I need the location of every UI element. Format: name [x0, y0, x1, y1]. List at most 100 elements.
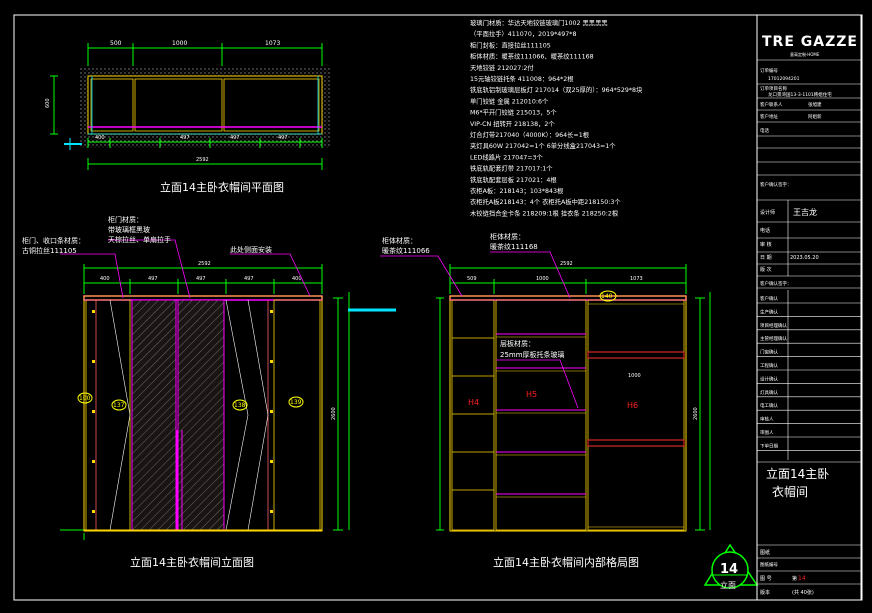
plan-dim-top-2: 1000	[172, 40, 187, 47]
elev-note-door-title: 柜门材质：	[108, 215, 143, 224]
material-note-line: 夹灯具60W 217042=1个 6单分线盒217043=1个	[470, 141, 616, 150]
glass-door-left	[131, 299, 177, 531]
page-prefix: 第	[792, 575, 797, 582]
elevation-frame	[83, 295, 323, 532]
elev-dim-height: 2600	[331, 407, 337, 420]
check-row-label: 项目经理确认	[760, 322, 787, 329]
address-label: 客户地址	[760, 113, 778, 120]
hanging-rail-lower	[587, 439, 685, 447]
review-label: 审 核	[760, 241, 772, 248]
material-note-line: VIP-CN 扭转开 218138，2个	[470, 119, 555, 128]
material-note-line: 15元轴铰链托条 411008：964*2根	[470, 74, 574, 83]
plan-dim-height: 600	[45, 98, 51, 108]
interior-dim-overall: 2592	[560, 261, 573, 267]
int-note-body-value: 暖茶纹111066	[382, 246, 430, 255]
address-value: 阿姐新	[808, 113, 822, 120]
int-note-shelf-value: 25mm厚板托条玻璃	[500, 350, 565, 359]
title-block: TRE GAZZE 意高定制·HOME 订单编号 17012094201 订单项目名…	[756, 14, 862, 601]
elev-note-door-line3: 天棕拉丝、单扇拉手	[108, 235, 171, 244]
elev-note-frame-title: 柜门、收口条材质：	[22, 236, 85, 245]
plan-dim-bottom-2: 497	[180, 135, 190, 141]
section-badge: 14 立面	[703, 543, 759, 590]
bottom-label-drawing: 图纸	[760, 549, 770, 556]
phone-label-2: 电话	[760, 227, 770, 234]
elev-dim-overall: 2592	[198, 261, 211, 267]
section-badge-number: 14	[720, 562, 738, 577]
material-note-line: 柜门封板：直接拉丝111105	[470, 40, 551, 49]
check-row-label: 客户确认	[760, 295, 778, 302]
material-note-line: 衣柜托A板218143：4个 衣柜托A板中距218150:3个	[470, 197, 621, 206]
elev-note-door-line2: 带玻璃框黑玻	[108, 225, 150, 234]
elevation-top-dimension	[60, 264, 350, 540]
plan-dim-top-1: 500	[110, 40, 122, 47]
elev-note-frame-value: 古铜拉丝111105	[22, 246, 77, 255]
plan-dim-top-3: 1073	[265, 40, 280, 47]
check-row-label: 下单日期	[760, 442, 778, 449]
plan-bottom-dimension	[50, 75, 323, 170]
project-label: 订单项目名称	[760, 85, 787, 92]
interior-dim-top-2: 1000	[536, 276, 549, 282]
int-note-body-title: 柜体材质：	[382, 236, 417, 245]
material-note-line: M6*平开门铰链 215013，5个	[470, 108, 557, 117]
marker-ellipse-100	[77, 392, 93, 404]
int-note-back-title: 柜体材质：	[490, 232, 525, 241]
check-row-label: 工程确认	[760, 362, 778, 369]
check-row-label: 灯具确认	[760, 389, 778, 396]
elev-dim-top-1: 400	[100, 276, 110, 282]
material-note-line: LED线路片 217047=3个	[470, 152, 544, 161]
interior-caption: 立面14主卧衣帽间内部格局图	[493, 555, 639, 569]
marker-137: 137	[113, 402, 125, 409]
material-note-line: 衣柜A板：218143；103*843根	[470, 186, 564, 195]
sheet-border	[13, 14, 863, 601]
phone-label-1: 电话	[760, 127, 769, 134]
interior-dimensions	[436, 264, 711, 531]
version-label: 版 次	[760, 266, 772, 273]
zone-h5: H5	[526, 390, 537, 399]
interior-view: 2592 509 1000 1073 2600	[380, 251, 711, 532]
check-row-label: 门窗确认	[760, 349, 778, 356]
interior-frame	[449, 295, 687, 532]
interior-dim-top-1: 509	[467, 276, 477, 282]
marker-140: 140	[601, 293, 613, 300]
plan-view: 500 1000 1073	[45, 40, 330, 170]
material-note-line: 铁底轨配套层板 217021：4根	[470, 175, 557, 184]
elev-dim-top-4: 497	[244, 276, 254, 282]
material-note-line: 柜体材质：暖茶纹111066、暖茶纹111168	[470, 52, 594, 61]
elevation-crown	[83, 295, 323, 301]
bottom-label-version: 版本	[760, 589, 770, 596]
check-row-label: 主管经理确认	[760, 335, 787, 342]
date-label: 日 期	[760, 255, 772, 261]
customer-confirm-label: 客户确认签字：	[760, 181, 792, 188]
material-note-line: （平面拉手）411070，2019*497*8	[470, 29, 576, 38]
interior-dim-top-3: 1073	[630, 276, 643, 282]
project-value: 龙口景湾国13-3-1101韩姐住宅	[768, 91, 832, 98]
zone-h4: H4	[468, 398, 479, 407]
plan-top-dimension	[87, 43, 323, 66]
page-value: 14	[798, 575, 806, 582]
drawing-title-line2: 衣帽间	[772, 484, 808, 499]
check-row-label: 审图人	[760, 429, 774, 436]
bottom-label-number: 图纸编号	[760, 561, 778, 568]
material-note-line: 灯合灯带217040（4000K）：964长=1根	[470, 130, 590, 139]
interior-dim-height: 2600	[693, 407, 699, 420]
check-row-label: 审核人	[760, 416, 774, 423]
int-note-back-value: 暖茶纹111168	[490, 242, 538, 251]
elev-dim-top-2: 497	[148, 276, 158, 282]
elevation-view: 2592 400 497 497 497 400 2600	[60, 239, 396, 540]
section-badge-label: 立面	[720, 580, 736, 590]
check-row-label: 生产确认	[760, 308, 778, 315]
bottom-label-page: 图 号	[760, 576, 772, 582]
brand-logo-sub: 意高定制·HOME	[790, 51, 820, 57]
material-note-line: 铁底轨配套灯带 217017:1个	[470, 164, 553, 173]
plan-dim-bottom-3: 497	[230, 135, 240, 141]
plan-dim-bottom-4: 497	[278, 135, 288, 141]
order-no-label: 订单编号	[760, 67, 778, 74]
order-no-value: 17012094201	[768, 76, 800, 82]
zone-h6: H6	[627, 401, 638, 410]
page-total: (共 40张)	[792, 589, 814, 596]
confirm-label-2: 客户确认签字：	[760, 280, 792, 287]
brand-logo: TRE GAZZE	[762, 34, 858, 50]
elev-dim-top-5: 400	[292, 276, 302, 282]
designer-name: 王吉龙	[793, 207, 817, 217]
